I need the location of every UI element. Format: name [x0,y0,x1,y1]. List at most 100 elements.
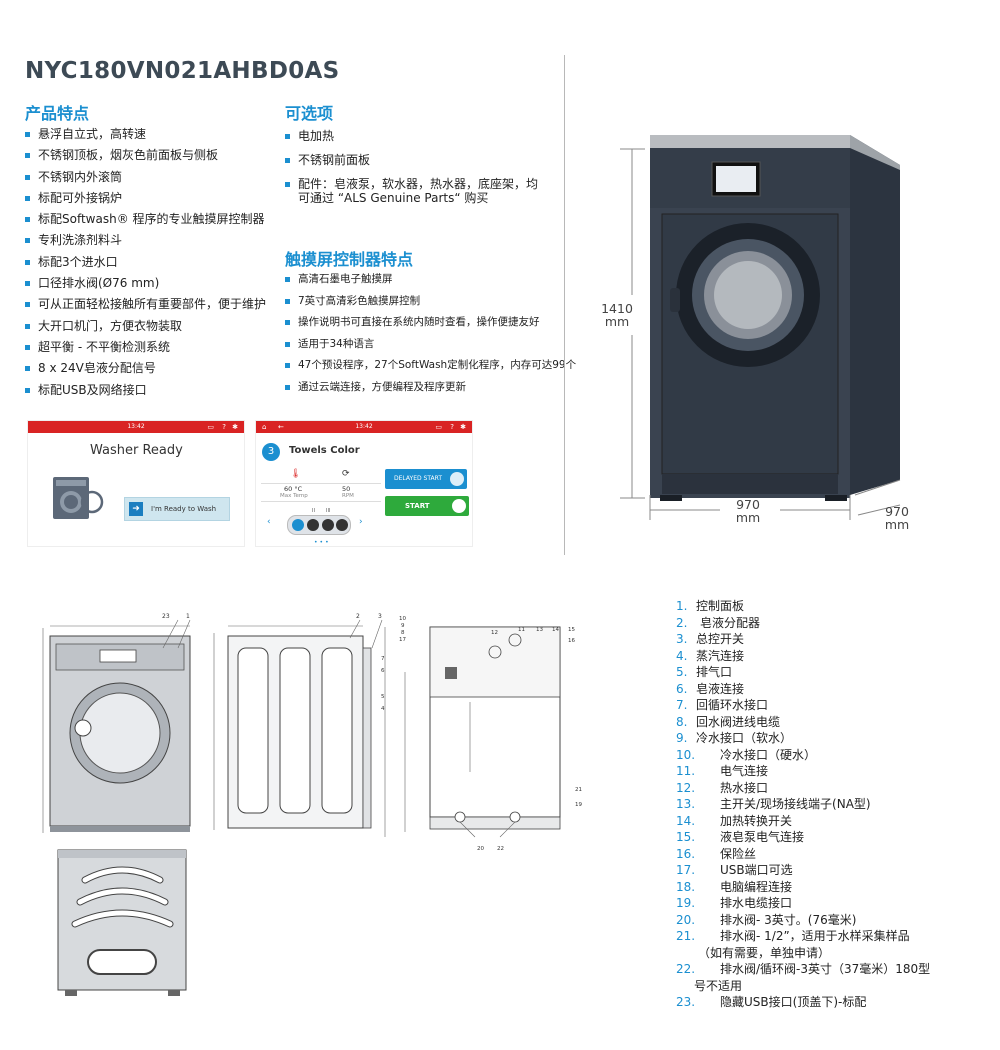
gear-icon[interactable]: ✱ [232,423,238,431]
item-number: 5. [676,665,688,679]
item-label: 排气口 [696,665,733,679]
help-icon[interactable]: ? [222,423,226,431]
program-screen: ⌂ ← 13:42 ▭ ? ✱ 3 Towels Color 🌡 ⟳ 60 °C… [255,420,473,547]
item-label: 电气连接 [720,764,769,778]
list-item: 不锈钢内外滚筒 [25,167,285,188]
gear-icon[interactable]: ✱ [460,423,466,431]
item-label: 主开关/现场接线端子(NA型) [720,797,871,811]
item-number: 16. [676,846,696,861]
option-icon[interactable] [292,519,304,531]
callout-label: 6 [381,668,385,674]
callout-label: 8 [401,630,405,636]
section-divider [564,55,565,555]
touch-list: 高清石墨电子触摸屏 7英寸高清彩色触摸屏控制 操作说明书可直接在系统内随时查看，… [285,269,576,398]
depth-value: 970 [885,504,909,519]
status-bar: 13:42 ▭ ? ✱ [28,421,244,433]
option-icon[interactable] [322,519,334,531]
option-icon[interactable] [307,519,319,531]
option-selector[interactable] [287,515,351,535]
list-item: 17.USB端口可选 [676,862,976,879]
callout-label: 23 [162,613,170,620]
item-label: USB端口可选 [720,863,793,877]
features-list: 悬浮自立式，高转速 不锈钢顶板，烟灰色前面板与侧板 不锈钢内外滚筒 标配可外接锅… [25,124,285,401]
item-label: 电脑编程连接 [720,879,793,894]
item-label: 热水接口 [720,780,769,795]
height-unit: mm [604,314,630,329]
item-label: 控制面板 [696,599,745,613]
status-bar: ⌂ ← 13:42 ▭ ? ✱ [256,421,472,433]
list-item: 3. 总控开关 [676,631,976,648]
ready-to-wash-label: I'm Ready to Wash [151,505,217,513]
item-number: 12. [676,780,696,795]
temp-value[interactable]: 60 °C [284,485,303,493]
item-label: 排水阀/循环阀-3英寸（37毫米）180型 [720,962,931,976]
callout-label: 14 [552,627,559,633]
delayed-start-button[interactable]: DELAYED START [385,469,467,489]
washer-ready-screen: 13:42 ▭ ? ✱ Washer Ready ➜ I'm Ready to … [27,420,245,547]
chevron-right-icon[interactable]: › [359,517,363,527]
width-dimension: 970 mm [728,498,768,524]
width-unit: mm [735,510,761,525]
item-label: 排水电缆接口 [720,896,793,910]
washer-product-image [620,135,901,520]
callout-label: 2 [356,613,360,620]
divider [261,483,381,484]
start-button[interactable]: START [385,496,469,516]
width-value: 970 [736,497,760,512]
item-number: 2. [676,615,688,630]
callout-label: 11 [518,627,525,633]
callout-label: 21 [575,787,582,793]
item-number: 21. [676,929,696,943]
drop-icon[interactable] [336,519,348,531]
list-item: 21.排水阀- 1/2”，适用于水样采集样品（如有需要，单独申请） [676,928,976,961]
front-view-drawing: 23 1 [42,613,191,833]
arrow-right-icon: ➜ [129,502,143,516]
chevron-left-icon[interactable]: ‹ [267,517,271,527]
item-label: 隐藏USB接口(顶盖下)-标配 [720,995,867,1009]
clock-time: 13:42 [355,423,373,430]
item-number: 20. [676,912,696,927]
machine-icon: ▭ [207,423,214,431]
item-number: 4. [676,648,688,663]
list-item: 4.蒸汽连接 [676,648,976,665]
clock-time: 13:42 [127,423,145,430]
callout-label: 10 [399,616,406,622]
list-item: 9.冷水接口（软水） [676,730,976,747]
home-icon[interactable]: ⌂ [262,423,267,431]
list-item: 不锈钢前面板 [285,153,545,167]
list-item: 配件：皂液泵，软水器，热水器，底座架，均可通过 “ALS Genuine Par… [285,177,545,205]
item-number: 11. [676,764,696,778]
ready-to-wash-button[interactable]: ➜ I'm Ready to Wash [124,497,230,521]
list-item: 标配Softwash® 程序的专业触摸屏控制器 [25,209,285,230]
item-number: 22. [676,962,696,976]
help-icon[interactable]: ? [450,423,454,431]
item-label: 保险丝 [720,846,757,861]
list-item: 23.隐藏USB接口(顶盖下)-标配 [676,994,976,1011]
callout-label: 15 [568,627,575,633]
start-label: START [405,502,430,510]
list-item: 2.皂液分配器 [676,615,976,632]
callout-label: 9 [401,623,405,629]
list-item: 47个预设程序，27个SoftWash定制化程序，内存可达99个 [285,355,576,377]
item-number: 3. [676,632,688,646]
rpm-value[interactable]: 50 [342,485,351,493]
item-label: 总控开关 [696,632,745,646]
callout-label: 13 [536,627,543,633]
list-item: 超平衡 - 不平衡检测系统 [25,337,285,358]
back-icon[interactable]: ← [278,423,284,431]
callout-label: 16 [568,638,575,644]
list-item: 高清石墨电子触摸屏 [285,269,560,291]
item-number: 1. [676,599,688,613]
play-icon [452,499,466,513]
item-label-cont: （如有需要，单独申请） [698,945,831,960]
washer-icon [53,477,104,519]
item-number: 14. [676,813,696,828]
top-view-drawing [57,849,187,996]
list-item: 标配3个进水口 [25,252,285,273]
callout-label: 1 [186,613,190,620]
callout-label: 7 [381,656,385,662]
callout-label: 20 [477,846,484,852]
list-item: 口径排水阀(Ø76 mm) [25,273,285,294]
delayed-start-label: DELAYED START [394,475,443,482]
clock-icon [450,472,464,486]
